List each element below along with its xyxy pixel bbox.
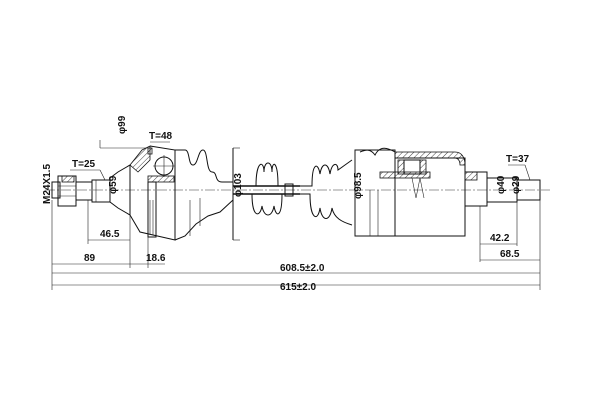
d99-label: φ99 [117,115,128,134]
t37-label: T=37 [506,154,530,165]
inner-joint [354,147,466,237]
right-stub [464,171,541,207]
d59-label: φ59 [108,175,119,194]
dim-46-5: 46.5 [100,229,120,240]
d103-label: φ103 [233,173,244,197]
thread-label: M24X1.5 [42,164,53,204]
dim-89: 89 [84,253,96,264]
dim-68-5: 68.5 [500,249,520,260]
outer-boot [174,148,234,241]
d29-label: φ29 [511,175,522,194]
left-stub [51,175,111,207]
shaft [233,162,300,216]
t48-label: T=48 [149,131,173,142]
d40-label: φ40 [496,175,507,194]
dim-615: 615±2.0 [280,282,317,293]
d98-5-label: φ98.5 [353,172,364,199]
dim-42-2: 42.2 [490,233,510,244]
dim-608-5: 608.5±2.0 [280,263,325,274]
inner-boot [300,159,353,226]
dimension-lines [51,140,541,290]
outer-cv-joint [109,145,176,241]
t25-label: T=25 [72,159,96,170]
dim-18-6: 18.6 [146,253,166,264]
